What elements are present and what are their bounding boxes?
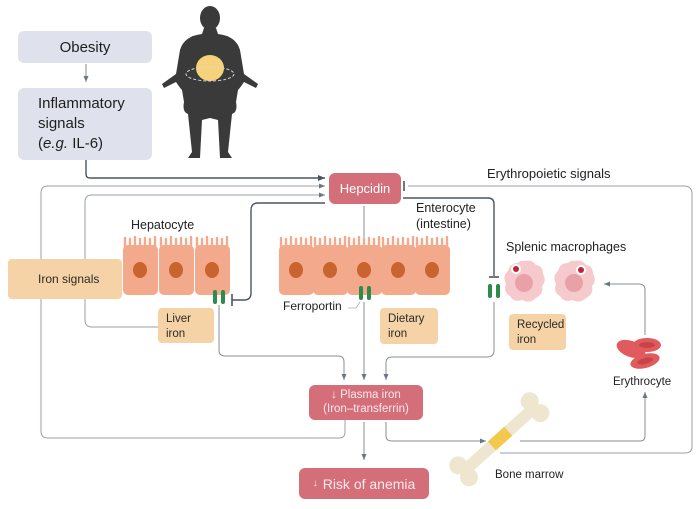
inflammatory-line2: signals [38, 115, 85, 132]
liver-iron-box: Liver iron [158, 308, 214, 343]
risk-of-anemia-label: Risk of anemia [322, 475, 416, 492]
obese-person-icon [162, 6, 258, 158]
inflammatory-signals-box: Inflammatory signals (e.g. IL-6) [18, 88, 152, 160]
arrow-splenic-plasma [383, 302, 495, 380]
enterocyte-label: Enterocyte (intestine) [416, 201, 476, 231]
ferroportin-icon [213, 290, 225, 304]
recycled-iron-box: Recycled iron [509, 314, 566, 350]
arrow-bonemarrow-erythrocyte [520, 392, 648, 442]
risk-of-anemia-box: ↓Risk of anemia [299, 468, 429, 499]
erythropoietic-signals-label: Erythropoietic signals [487, 166, 611, 181]
erythropoietic-loop [408, 185, 693, 454]
iron-signals-box: Iron signals [8, 259, 122, 299]
inflammatory-line3: (e.g. IL-6) [38, 135, 104, 152]
dietary-iron-box: Dietary iron [380, 308, 438, 344]
obesity-label: Obesity [59, 38, 111, 56]
plasma-iron-box: ↓ Plasma iron (Iron–transferrin) [309, 385, 423, 420]
inflammatory-line1: Inflammatory [38, 95, 125, 112]
hepatocyte-cells-icon [123, 236, 232, 297]
hepcidin-box: Hepcidin [329, 173, 401, 204]
hepcidin-label: Hepcidin [339, 181, 391, 196]
inhibit-splenic-ferroportin [403, 197, 495, 276]
inhibit-hepatocyte-ferroportin [232, 202, 325, 301]
obesity-box: Obesity [18, 31, 152, 63]
arrow-erythrocyte-splenic [604, 281, 646, 335]
ferroportin-icon [488, 284, 500, 298]
hepatocyte-label: Hepatocyte [131, 218, 195, 232]
erythrocyte-icon [616, 338, 661, 369]
plasma-iron-line1: ↓ Plasma iron [331, 389, 401, 401]
macrophage-icon [504, 260, 595, 302]
ferroportin-label: Ferroportin [283, 299, 342, 313]
arrow-plasma-hepcidin [40, 183, 346, 439]
bone-marrow-label: Bone marrow [495, 469, 564, 481]
bone-icon [449, 392, 550, 487]
arrow-plasma-bonemarrow [385, 422, 486, 444]
splenic-macrophages-label: Splenic macrophages [506, 240, 627, 254]
ferroportin-icon [359, 286, 371, 300]
arrow-liver-plasma [218, 305, 347, 380]
iron-signals-label: Iron signals [38, 271, 100, 286]
plasma-iron-line2: (Iron–transferrin) [323, 403, 409, 415]
arrow-inflammatory-hepcidin [85, 160, 325, 181]
erythrocyte-label: Erythrocyte [613, 376, 672, 388]
